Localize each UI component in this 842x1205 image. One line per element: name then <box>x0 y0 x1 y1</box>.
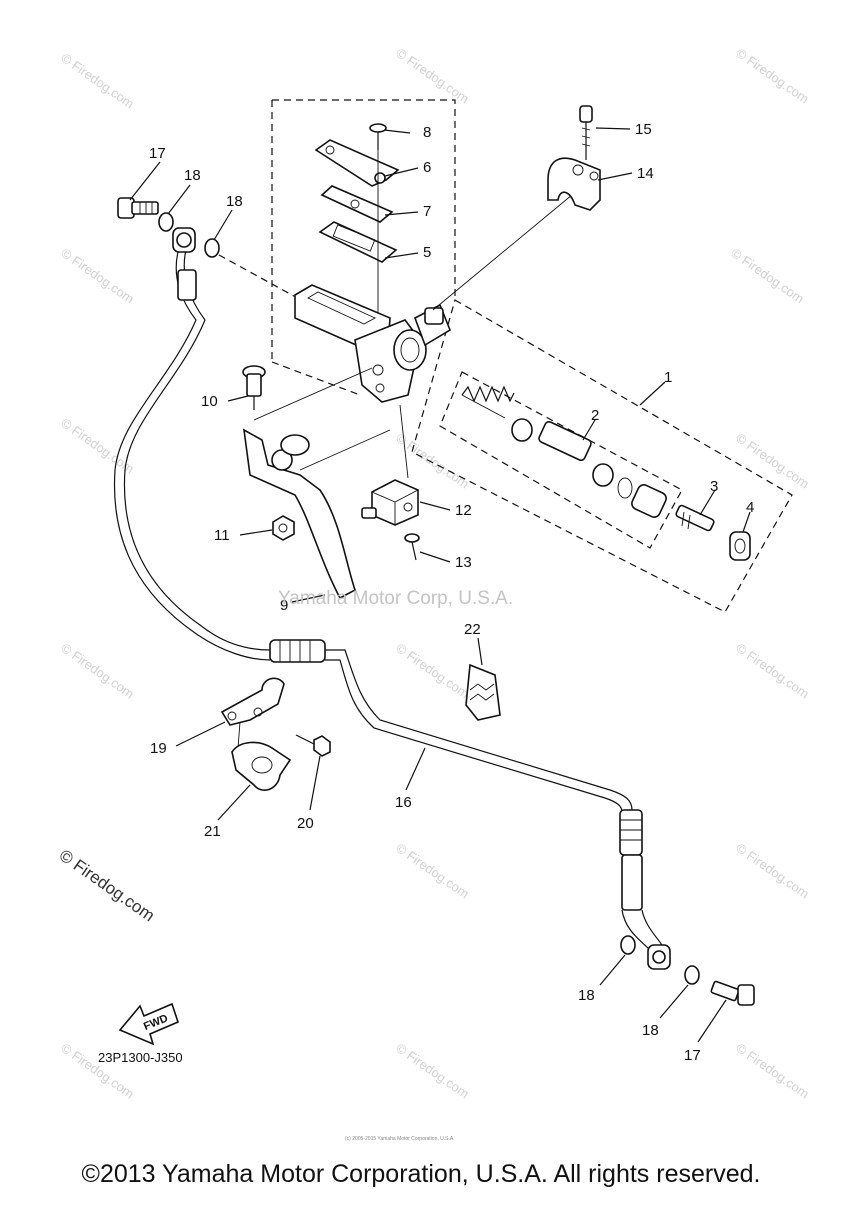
watermark: © Firedog.com <box>393 430 472 491</box>
callout-20: 20 <box>297 815 314 832</box>
brake-switch <box>361 479 419 526</box>
upper-washer-b <box>204 238 220 258</box>
watermark: © Firedog.com <box>58 640 137 701</box>
handlebar-clamp <box>547 105 601 211</box>
fwd-arrow-icon: FWD <box>118 1002 179 1046</box>
footer-copyright: ©2013 Yamaha Motor Corporation, U.S.A. A… <box>81 1160 761 1188</box>
callout-1: 1 <box>664 369 672 386</box>
callout-18-lower-a: 18 <box>578 987 595 1004</box>
callout-4: 4 <box>746 499 754 516</box>
callout-11: 11 <box>214 527 230 544</box>
upper-washer-a <box>158 212 174 232</box>
callout-7: 7 <box>423 203 431 220</box>
watermark-grid: © Firedog.com © Firedog.com © Firedog.co… <box>58 45 812 1101</box>
lever-nut <box>272 515 295 541</box>
tiny-copyright: (c) 2005-2015 Yamaha Motor Corporation, … <box>345 1136 455 1142</box>
left-watermark: © Firedog.com <box>56 846 158 926</box>
upper-banjo-bolt <box>117 197 159 219</box>
watermark: © Firedog.com <box>733 430 812 491</box>
hose-clamp <box>231 741 292 791</box>
piston-subkit-box <box>439 371 683 549</box>
callout-14: 14 <box>637 165 654 182</box>
watermark: © Firedog.com <box>733 1040 812 1101</box>
watermark: © Firedog.com <box>733 840 812 901</box>
watermark: © Firedog.com <box>733 640 812 701</box>
watermark: © Firedog.com <box>733 45 812 106</box>
watermark: © Firedog.com <box>393 1040 472 1101</box>
callout-22: 22 <box>464 621 481 638</box>
hose-clip <box>465 663 501 721</box>
callout-10: 10 <box>201 393 218 410</box>
lower-banjo-bolt <box>710 980 755 1006</box>
boot <box>729 531 751 561</box>
callout-8: 8 <box>423 124 431 141</box>
callout-9: 9 <box>280 597 288 614</box>
lower-washer-b <box>684 965 700 985</box>
hose-holder <box>220 677 285 749</box>
callout-18-lower-b: 18 <box>642 1022 659 1039</box>
callout-6: 6 <box>423 159 431 176</box>
brake-hose <box>113 227 671 970</box>
callout-labels: 1 2 3 4 5 6 7 8 9 10 11 12 13 14 15 16 1… <box>149 121 754 1064</box>
lever-pivot-bolt <box>242 365 266 410</box>
lower-washer-a <box>620 935 636 955</box>
callout-18-upper-b: 18 <box>226 193 243 210</box>
watermark: © Firedog.com <box>393 840 472 901</box>
push-rod <box>675 504 715 532</box>
callout-15: 15 <box>635 121 652 138</box>
switch-screw <box>404 533 420 561</box>
callout-16: 16 <box>395 794 412 811</box>
callout-5: 5 <box>423 244 431 261</box>
diagram-code: 23P1300-J350 <box>98 1050 183 1065</box>
master-cylinder-body <box>294 179 591 403</box>
piston-kit-box <box>411 299 793 613</box>
holder-bolt <box>295 734 331 757</box>
watermark: © Firedog.com <box>393 640 472 701</box>
piston-kit-parts <box>461 385 667 518</box>
reservoir-cap-stack <box>314 123 400 320</box>
callout-3: 3 <box>710 478 718 495</box>
callout-17-lower: 17 <box>684 1047 701 1064</box>
reservoir-group-box <box>271 99 456 396</box>
brake-lever <box>242 428 356 600</box>
watermark: © Firedog.com <box>58 50 137 111</box>
watermark: © Firedog.com <box>728 245 807 306</box>
watermark: © Firedog.com <box>393 45 472 106</box>
leader-lines <box>129 127 751 1043</box>
callout-12: 12 <box>455 502 472 519</box>
callout-13: 13 <box>455 554 472 571</box>
callout-21: 21 <box>204 823 221 840</box>
watermark: © Firedog.com <box>58 245 137 306</box>
callout-19: 19 <box>150 740 167 757</box>
callout-18-upper-a: 18 <box>184 167 201 184</box>
center-watermark: Yamaha Motor Corp, U.S.A. <box>278 588 513 609</box>
callout-2: 2 <box>591 407 599 424</box>
callout-17-upper: 17 <box>149 145 166 162</box>
